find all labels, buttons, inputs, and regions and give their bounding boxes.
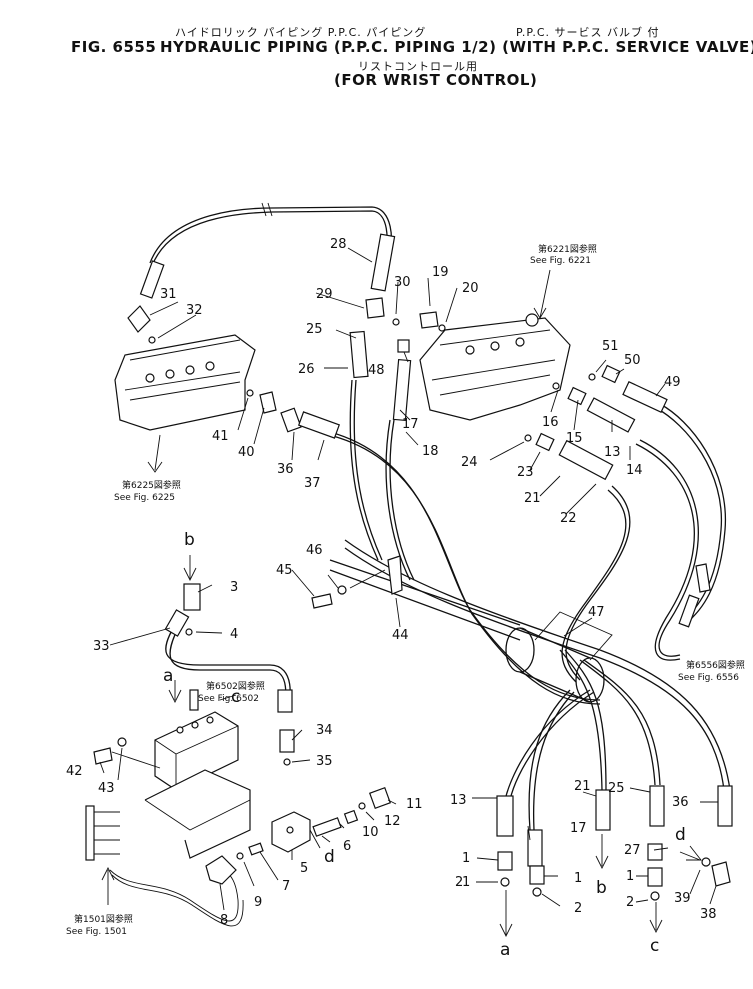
ref-6556: See Fig. 6556 bbox=[678, 673, 739, 683]
service-valve-assembly bbox=[85, 555, 392, 905]
callout-label: 27 bbox=[624, 843, 641, 858]
callout-label: 11 bbox=[406, 797, 423, 812]
callout-label: 14 bbox=[626, 463, 643, 478]
callout-label: 41 bbox=[212, 429, 229, 444]
callout-label: 8 bbox=[220, 913, 228, 928]
callout-label: 36 bbox=[672, 795, 689, 810]
ref-6225-jp: 第6225図参照 bbox=[122, 479, 181, 491]
callout-label: 16 bbox=[542, 415, 559, 430]
callout-label: 13 bbox=[604, 445, 621, 460]
callout-label: 38 bbox=[700, 907, 717, 922]
ref-6502: See Fig. 6502 bbox=[198, 694, 259, 704]
connection-letter: a bbox=[500, 940, 510, 960]
callout-label: 25 bbox=[306, 322, 323, 337]
connection-letter: d bbox=[675, 825, 686, 845]
callout-label: 2 bbox=[626, 895, 634, 910]
callout-label: 13 bbox=[450, 793, 467, 808]
callout-label: 29 bbox=[316, 287, 333, 302]
left-control-valve bbox=[114, 334, 256, 473]
callout-label: 7 bbox=[282, 879, 290, 894]
connection-letter: a bbox=[163, 666, 173, 686]
callout-label: 34 bbox=[316, 723, 333, 738]
callout-label: 17 bbox=[570, 821, 587, 836]
figure-number: FIG. 6555 bbox=[71, 38, 157, 56]
callout-label: 3 bbox=[230, 580, 238, 595]
callout-label: 6 bbox=[343, 839, 351, 854]
callout-label: 10 bbox=[362, 825, 379, 840]
connection-letter: d bbox=[324, 847, 335, 867]
callout-label: 19 bbox=[432, 265, 449, 280]
callout-label: 2 bbox=[574, 901, 582, 916]
callout-label: 18 bbox=[422, 444, 439, 459]
figure-title: HYDRAULIC PIPING (P.P.C. PIPING 1/2) (WI… bbox=[160, 38, 753, 56]
connection-letter: b bbox=[596, 878, 607, 898]
reference-notes: 第6221図参照 See Fig. 6221 第6225図参照 See Fig.… bbox=[66, 243, 745, 937]
callout-label: 1 bbox=[626, 869, 634, 884]
callout-label: 4 bbox=[230, 627, 238, 642]
callout-label: 33 bbox=[93, 639, 110, 654]
ref-6221: See Fig. 6221 bbox=[530, 256, 591, 266]
callout-label: 43 bbox=[98, 781, 115, 796]
callout-label: 12 bbox=[384, 814, 401, 829]
bottom-fittings bbox=[309, 785, 733, 938]
callout-label: 1 bbox=[462, 875, 470, 890]
connection-letter: c bbox=[650, 936, 659, 956]
callout-label: 49 bbox=[664, 375, 681, 390]
callout-label: 17 bbox=[402, 417, 419, 432]
title-jp-line1-left: ハイドロリック パイピング P.P.C. パイピング bbox=[175, 26, 427, 39]
callout-label: 21 bbox=[524, 491, 541, 506]
title-jp-line1-right: P.P.C. サービス バルブ 付 bbox=[516, 26, 660, 39]
connection-letter: b bbox=[184, 530, 195, 550]
callout-label: 44 bbox=[392, 628, 409, 643]
callout-label: 26 bbox=[298, 362, 315, 377]
connection-letter: c bbox=[231, 687, 240, 707]
callout-label: 37 bbox=[304, 476, 321, 491]
callout-label: 39 bbox=[674, 891, 691, 906]
callout-label: 22 bbox=[560, 511, 577, 526]
ref-1501-jp: 第1501図参照 bbox=[74, 913, 133, 925]
title-jp-line2: リストコントロール用 bbox=[358, 60, 478, 73]
callout-label: 28 bbox=[330, 237, 347, 252]
callout-label: 51 bbox=[602, 339, 619, 354]
callout-label: 45 bbox=[276, 563, 293, 578]
right-control-valve bbox=[419, 269, 571, 421]
callout-label: 2 bbox=[455, 875, 463, 890]
callout-label: 32 bbox=[186, 303, 203, 318]
ref-1501: See Fig. 1501 bbox=[66, 927, 127, 937]
callout-label: 5 bbox=[300, 861, 308, 876]
leader-lines bbox=[99, 247, 718, 911]
callout-label: 40 bbox=[238, 445, 255, 460]
callout-label: 47 bbox=[588, 605, 605, 620]
callout-label: 25 bbox=[608, 781, 625, 796]
callout-label: 1 bbox=[462, 851, 470, 866]
callout-label: 15 bbox=[566, 431, 583, 446]
callout-label: 9 bbox=[254, 895, 262, 910]
ref-6225: See Fig. 6225 bbox=[114, 493, 175, 503]
callout-label: 31 bbox=[160, 287, 177, 302]
callout-label: 24 bbox=[461, 455, 478, 470]
callout-label: 36 bbox=[277, 462, 294, 477]
ref-6556-jp: 第6556図参照 bbox=[686, 659, 745, 671]
ref-6221-jp: 第6221図参照 bbox=[538, 243, 597, 255]
callout-label: 42 bbox=[66, 764, 83, 779]
hose-clamps bbox=[505, 611, 613, 703]
figure-subtitle: (FOR WRIST CONTROL) bbox=[334, 71, 538, 89]
part-callouts: 1 1 1 1 2 2 2 2 3 4 5 6 7 8 9 10 11 12 1… bbox=[66, 237, 717, 928]
connection-letters: a a a b b c c d d bbox=[163, 530, 686, 960]
callout-label: 1 bbox=[574, 871, 582, 886]
upper-fittings bbox=[127, 233, 711, 628]
callout-label: 23 bbox=[517, 465, 534, 480]
callout-label: 21 bbox=[574, 779, 591, 794]
callout-label: 48 bbox=[368, 363, 385, 378]
callout-label: 50 bbox=[624, 353, 641, 368]
callout-label: 30 bbox=[394, 275, 411, 290]
ref-6502-jp: 第6502図参照 bbox=[206, 680, 265, 692]
callout-label: 46 bbox=[306, 543, 323, 558]
callout-label: 20 bbox=[462, 281, 479, 296]
callout-label: 35 bbox=[316, 754, 333, 769]
bracket-and-bolt bbox=[311, 555, 403, 609]
